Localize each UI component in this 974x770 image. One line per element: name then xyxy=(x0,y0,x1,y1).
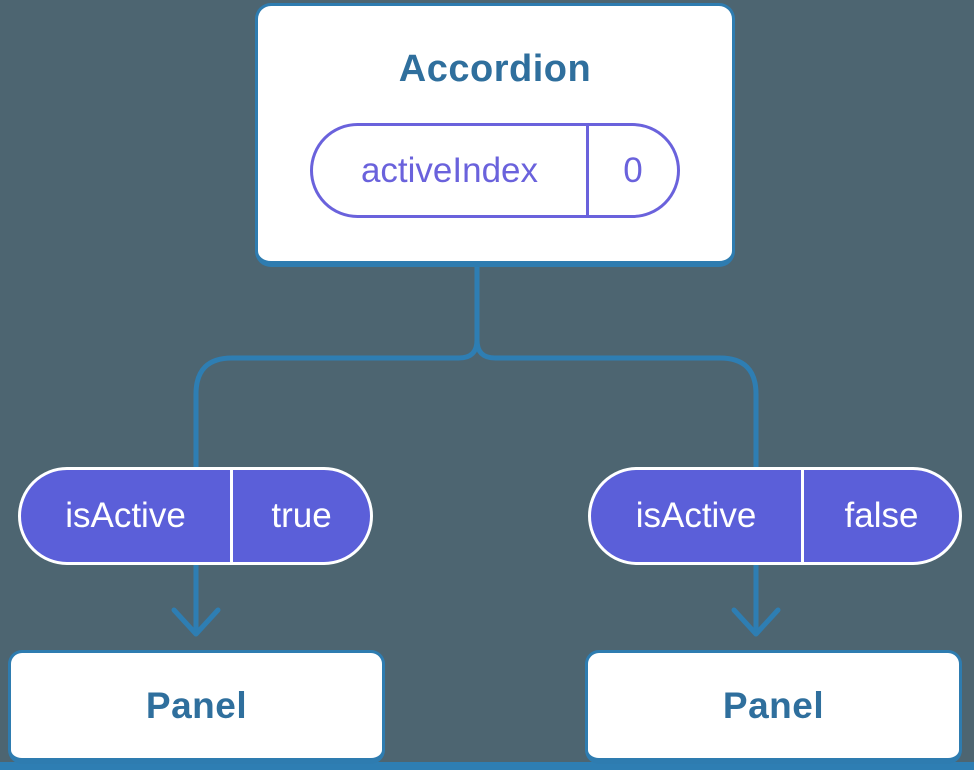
prop-value-left: true xyxy=(271,496,332,535)
accordion-component-card: Accordion activeIndex 0 xyxy=(255,3,735,267)
panel-card-left: Panel xyxy=(8,650,385,764)
panel-card-right: Panel xyxy=(585,650,962,764)
prop-pill-right: isActive false xyxy=(588,467,962,565)
prop-pill-left-divider xyxy=(230,470,233,562)
arrow-down-left-icon xyxy=(171,607,221,637)
prop-value-right: false xyxy=(844,496,919,535)
accordion-title: Accordion xyxy=(398,48,592,90)
prop-pill-right-divider xyxy=(801,470,804,562)
branch-left-line xyxy=(193,339,480,470)
bottom-edge-line xyxy=(0,762,974,770)
state-value: 0 xyxy=(623,150,643,190)
prop-name-right: isActive xyxy=(635,496,757,535)
branch-right-line xyxy=(474,339,759,470)
state-pill: activeIndex 0 xyxy=(310,123,680,218)
state-name: activeIndex xyxy=(360,150,539,190)
state-pill-divider xyxy=(586,126,589,215)
prop-pill-left: isActive true xyxy=(18,467,373,565)
prop-name-left: isActive xyxy=(65,496,186,535)
arrow-down-right-icon xyxy=(731,607,781,637)
